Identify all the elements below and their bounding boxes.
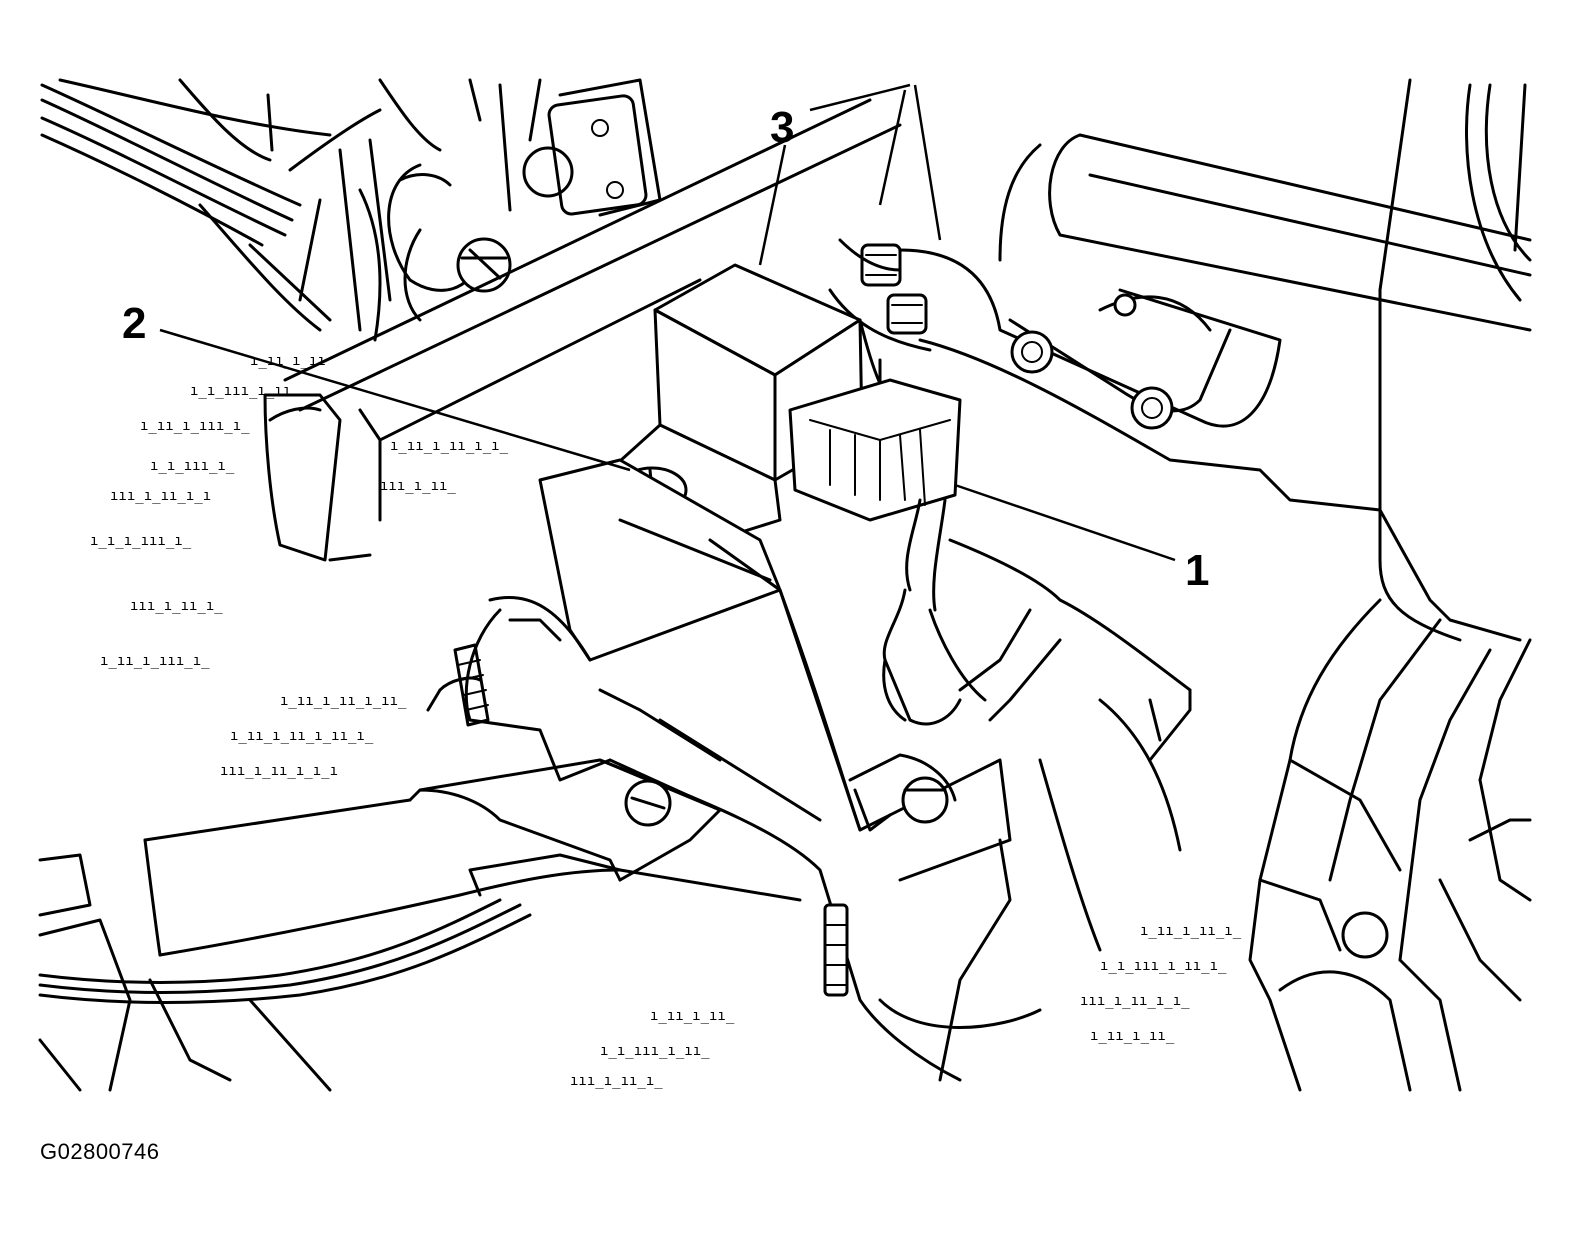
sensor-connector bbox=[788, 378, 962, 612]
svg-text:ı̲ı̲ııı̲ı̲: ı̲ı̲ııı̲ı̲ bbox=[150, 458, 235, 474]
leader-line-2 bbox=[159, 328, 631, 472]
svg-text:ı̲ıı̲ı̲ıı̲: ı̲ıı̲ı̲ıı̲ bbox=[1090, 1028, 1175, 1044]
upper-left-engine-structure bbox=[40, 78, 662, 342]
svg-text:ııı̲ı̲ıı̲: ııı̲ı̲ıı̲ bbox=[380, 478, 456, 494]
svg-text:ııı̲ı̲ıı̲ı̲: ııı̲ı̲ıı̲ı̲ bbox=[130, 598, 223, 614]
svg-text:ı̲ı̲ııı̲ı̲ıı̲ı̲: ı̲ı̲ııı̲ı̲ıı̲ı̲ bbox=[1100, 958, 1227, 974]
svg-text:ı̲ı̲ııı̲ı̲ıı̲: ı̲ı̲ııı̲ı̲ıı̲ bbox=[600, 1043, 710, 1059]
svg-text:ııı̲ı̲ıı̲ı̲ı̲ı: ııı̲ı̲ıı̲ı̲ı̲ı bbox=[220, 763, 338, 779]
svg-text:ı̲ı̲ı̲ııı̲ı̲: ı̲ı̲ı̲ııı̲ı̲ bbox=[90, 533, 192, 549]
upper-right-frame bbox=[898, 78, 1532, 642]
wiring-harness bbox=[882, 538, 1192, 726]
svg-text:ı̲ıı̲ı̲ıı: ı̲ıı̲ı̲ıı bbox=[250, 353, 326, 369]
callout-3: 3 bbox=[770, 103, 794, 152]
leader-lines bbox=[159, 83, 1176, 562]
lower-right-structure bbox=[1248, 598, 1532, 1092]
lower-left-bracket bbox=[38, 758, 802, 1092]
leader-line-1 bbox=[954, 483, 1176, 562]
studs bbox=[426, 643, 849, 997]
bracket-rail bbox=[263, 98, 902, 562]
callout-1: 1 bbox=[1185, 546, 1209, 595]
svg-text:ııı̲ı̲ıı̲ı̲ı̲: ııı̲ı̲ıı̲ı̲ı̲ bbox=[1080, 993, 1190, 1009]
lower-bracket bbox=[538, 458, 1012, 882]
svg-text:ı̲ıı̲ı̲ııı̲ı̲: ı̲ıı̲ı̲ııı̲ı̲ bbox=[140, 418, 250, 434]
callout-labels: 1 2 3 bbox=[122, 103, 1209, 595]
callout-2: 2 bbox=[122, 299, 146, 348]
ground-speckle: ı̲ıı̲ı̲ıı ı̲ı̲ııı̲ı̲ıı ı̲ıı̲ı̲ııı̲ı̲ ı̲ı… bbox=[90, 353, 1242, 1089]
svg-text:ı̲ıı̲ı̲ıı̲ı̲ıı̲ı̲: ı̲ıı̲ı̲ıı̲ı̲ıı̲ı̲ bbox=[230, 728, 374, 744]
svg-text:ı̲ıı̲ı̲ııı̲ı̲: ı̲ıı̲ı̲ııı̲ı̲ bbox=[100, 653, 210, 669]
figure-id: G02800746 bbox=[40, 1139, 160, 1164]
svg-text:ııı̲ı̲ıı̲ı̲: ııı̲ı̲ıı̲ı̲ bbox=[570, 1073, 663, 1089]
leader-line-3 bbox=[758, 144, 787, 266]
svg-text:ı̲ıı̲ı̲ıı̲ı̲: ı̲ıı̲ı̲ıı̲ı̲ bbox=[1140, 923, 1242, 939]
svg-text:ı̲ıı̲ı̲ıı̲ı̲ı̲: ı̲ıı̲ı̲ıı̲ı̲ı̲ bbox=[390, 438, 509, 454]
svg-text:ı̲ıı̲ı̲ıı̲ı̲ıı̲: ı̲ıı̲ı̲ıı̲ı̲ıı̲ bbox=[280, 693, 407, 709]
svg-text:ııı̲ı̲ıı̲ı̲ı: ııı̲ı̲ıı̲ı̲ı bbox=[110, 488, 211, 504]
svg-text:ı̲ı̲ııı̲ı̲ıı: ı̲ı̲ııı̲ı̲ıı bbox=[190, 383, 291, 399]
top-bolts bbox=[828, 238, 932, 402]
svg-text:ı̲ıı̲ı̲ıı̲: ı̲ıı̲ı̲ıı̲ bbox=[650, 1008, 735, 1024]
